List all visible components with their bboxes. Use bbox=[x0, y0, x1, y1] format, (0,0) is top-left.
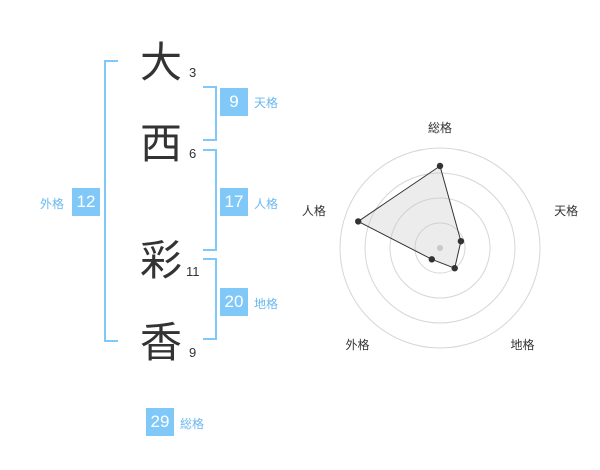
soukaku-label: 総格 bbox=[180, 417, 205, 431]
jinkaku-score: 17 bbox=[220, 188, 248, 216]
chikaku-label: 地格 bbox=[254, 297, 279, 311]
name-char-4: 香 bbox=[139, 318, 182, 367]
name-char-2: 西 bbox=[139, 119, 182, 168]
radar-polygon bbox=[357, 165, 462, 269]
stroke-count-2: 6 bbox=[189, 146, 197, 161]
jinkaku-label: 人格 bbox=[254, 197, 279, 211]
stroke-count-4: 9 bbox=[189, 345, 197, 360]
name-char-1: 大 bbox=[139, 38, 182, 87]
stroke-count-1: 3 bbox=[189, 65, 197, 80]
chikaku-score: 20 bbox=[220, 288, 248, 316]
radar-point-2 bbox=[457, 238, 465, 245]
chikaku-bracket bbox=[203, 258, 217, 340]
gaikaku-score: 12 bbox=[72, 188, 100, 216]
jinkaku-bracket bbox=[203, 149, 217, 251]
tenkaku-label: 天格 bbox=[254, 96, 279, 110]
name-char-3: 彩 bbox=[139, 236, 182, 285]
radar-ring bbox=[414, 222, 466, 274]
radar-axis-label: 天格 bbox=[554, 203, 578, 218]
radar-point-3 bbox=[451, 265, 458, 272]
radar-ring bbox=[389, 197, 491, 299]
stroke-count-3: 11 bbox=[186, 264, 200, 279]
radar-point-4 bbox=[428, 256, 435, 263]
radar-ring bbox=[364, 172, 516, 324]
gaikaku-label: 外格 bbox=[40, 197, 65, 211]
radar-center bbox=[437, 245, 443, 251]
radar-point-5 bbox=[355, 218, 362, 225]
radar-axis-label: 地格 bbox=[511, 337, 535, 352]
radar-axis-label: 総格 bbox=[428, 120, 452, 135]
gaikaku-bracket bbox=[104, 60, 118, 342]
radar-point-1 bbox=[436, 162, 444, 170]
tenkaku-bracket bbox=[203, 86, 217, 141]
radar-axis-label: 外格 bbox=[345, 337, 369, 352]
radar-axis-label: 人格 bbox=[302, 203, 326, 218]
radar-ring bbox=[339, 147, 541, 349]
soukaku-score: 29 bbox=[146, 408, 174, 436]
tenkaku-score: 9 bbox=[220, 88, 248, 116]
